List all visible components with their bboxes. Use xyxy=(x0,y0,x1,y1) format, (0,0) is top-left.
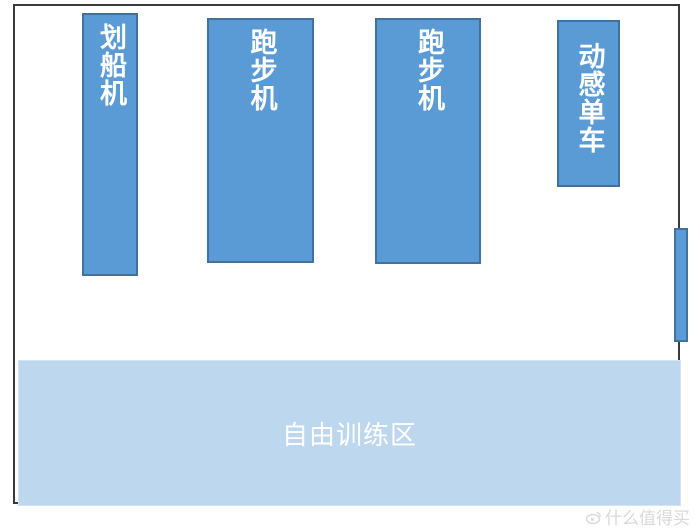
treadmill-block-1: 跑步机 xyxy=(207,18,314,263)
rowing-machine-block: 划船机 xyxy=(82,13,138,276)
watermark: 什么值得买 xyxy=(586,504,690,529)
treadmill-label-2: 跑步机 xyxy=(413,28,444,112)
wall-side-panel xyxy=(674,228,688,342)
treadmill-label-1: 跑步机 xyxy=(245,28,277,112)
spin-bike-label: 动感单车 xyxy=(573,42,605,154)
free-training-zone: 自由训练区 xyxy=(18,360,681,506)
weibo-icon xyxy=(586,510,602,524)
spin-bike-block: 动感单车 xyxy=(557,20,620,187)
watermark-text: 什么值得买 xyxy=(605,509,690,529)
rowing-machine-label: 划船机 xyxy=(95,23,126,107)
free-training-zone-label: 自由训练区 xyxy=(281,420,417,451)
treadmill-block-2: 跑步机 xyxy=(375,18,481,264)
